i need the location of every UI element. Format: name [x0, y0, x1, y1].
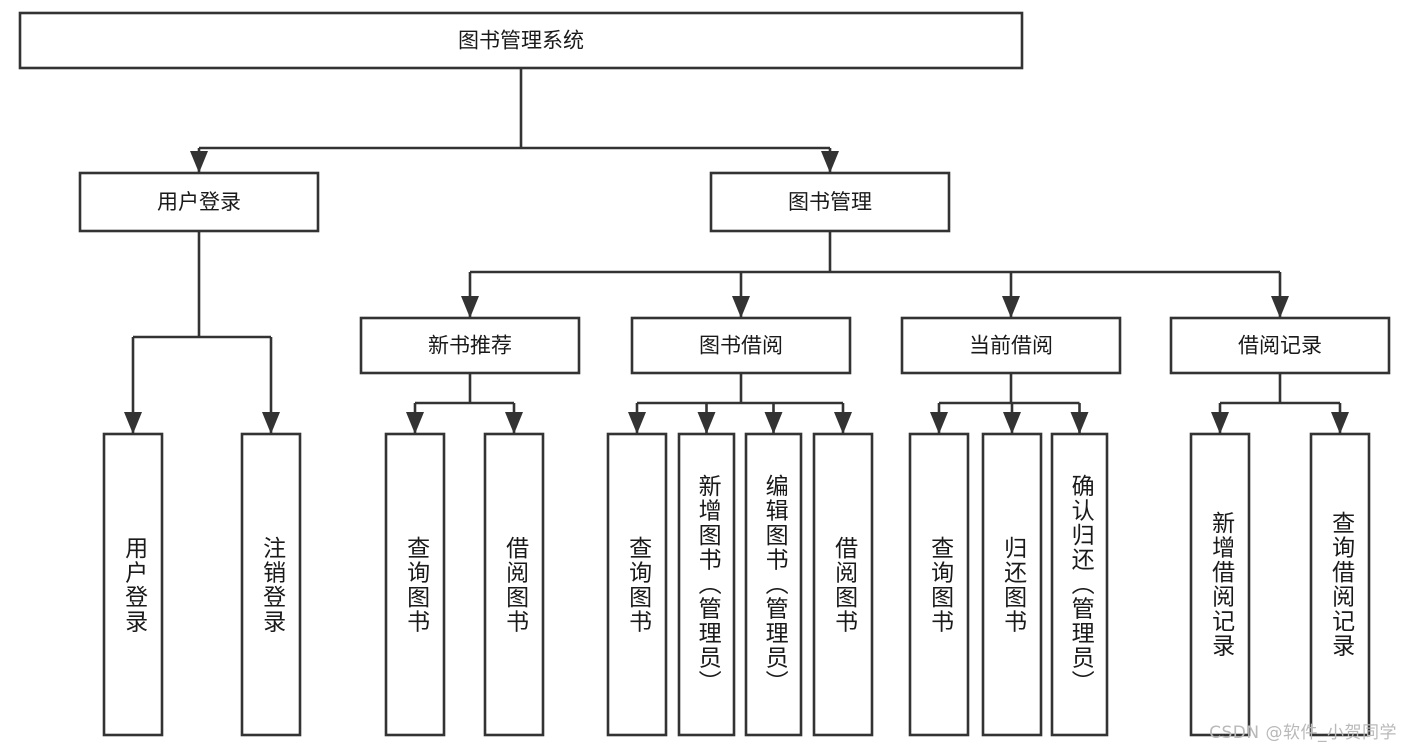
- node-user-login: [78, 171, 320, 233]
- node-leaf-query-record: [1309, 432, 1371, 737]
- arrow-head-icon-leaf-borrow-book-rec: [505, 412, 523, 434]
- node-leaf-return-book: [981, 432, 1043, 737]
- node-box-group: [18, 11, 1391, 737]
- node-leaf-borrow-book-rec: [483, 432, 545, 737]
- node-leaf-borrow-book: [812, 432, 874, 737]
- node-book-manage: [709, 171, 951, 233]
- node-leaf-logout: [240, 432, 302, 737]
- arrow-head-icon-leaf-user-login: [124, 412, 142, 434]
- arrow-head-icon-leaf-edit-book: [764, 412, 783, 434]
- node-new-book-rec: [359, 316, 581, 375]
- arrow-head-icon-borrow-record: [1271, 296, 1289, 318]
- node-book-borrow: [630, 316, 852, 375]
- arrow-head-icon-leaf-query-book-cur: [930, 412, 948, 434]
- arrow-head-icon-leaf-logout: [262, 412, 280, 434]
- node-label-book-borrow: 图书借阅: [699, 334, 783, 358]
- node-leaf-add-record: [1189, 432, 1251, 737]
- arrow-head-icon-book-borrow: [732, 296, 750, 318]
- node-root: [18, 11, 1024, 70]
- arrow-head-icon-new-book-rec: [461, 296, 479, 318]
- node-label-root: 图书管理系统: [458, 29, 584, 53]
- node-borrow-record: [1169, 316, 1391, 375]
- node-label-book-manage: 图书管理: [788, 190, 872, 214]
- connector-group: [124, 68, 1349, 434]
- node-label-user-login: 用户登录: [157, 190, 241, 214]
- arrow-head-icon-leaf-borrow-book: [834, 412, 852, 434]
- arrow-head-icon-leaf-return-book: [1003, 412, 1021, 434]
- node-leaf-query-book-rec: [384, 432, 446, 737]
- node-leaf-add-book: [677, 432, 736, 737]
- arrow-head-icon-leaf-query-book-borrow: [628, 412, 646, 434]
- arrow-head-icon-book-manage: [821, 151, 839, 173]
- node-current-borrow: [900, 316, 1122, 375]
- arrow-head-icon-current-borrow: [1002, 296, 1020, 318]
- arrow-head-icon-leaf-query-record: [1331, 412, 1349, 434]
- arrow-head-icon-leaf-confirm-return: [1070, 412, 1089, 434]
- node-leaf-query-book-borrow: [606, 432, 668, 737]
- arrow-head-icon-leaf-query-book-rec: [406, 412, 424, 434]
- watermark-text: CSDN @软件_小贺同学: [1209, 723, 1397, 743]
- node-leaf-confirm-return: [1050, 432, 1109, 737]
- node-leaf-edit-book: [744, 432, 803, 737]
- arrow-head-icon-user-login: [190, 151, 208, 173]
- arrow-head-icon-leaf-add-book: [697, 412, 716, 434]
- node-label-new-book-rec: 新书推荐: [428, 334, 512, 358]
- node-label-current-borrow: 当前借阅: [969, 334, 1053, 358]
- node-leaf-user-login: [102, 432, 164, 737]
- node-leaf-query-book-cur: [908, 432, 970, 737]
- arrow-head-icon-leaf-add-record: [1211, 412, 1229, 434]
- node-label-borrow-record: 借阅记录: [1238, 334, 1322, 358]
